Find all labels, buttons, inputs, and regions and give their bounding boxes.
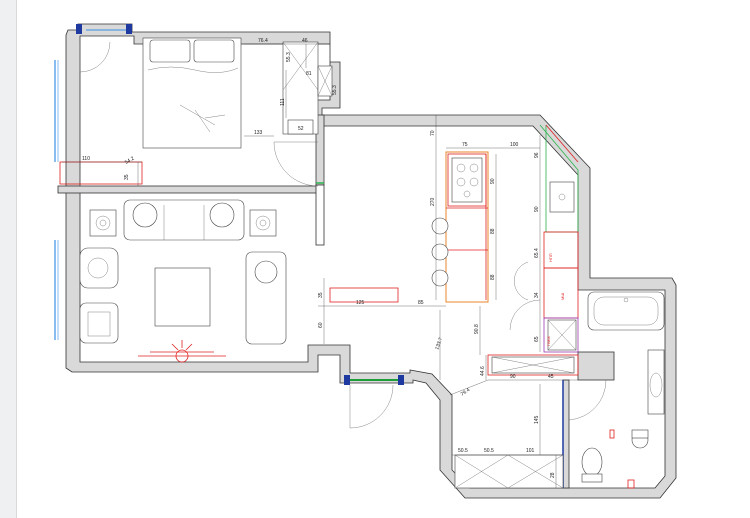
dim-label: 46 — [302, 38, 308, 44]
dim-label: 133.7 — [434, 337, 444, 351]
dim-label: 60 — [318, 322, 324, 328]
appliance-label: ПММ — [546, 336, 551, 346]
bedroom-furniture — [59, 37, 333, 185]
dim-label: 145 — [534, 415, 540, 424]
dim-label: 111 — [280, 98, 286, 106]
dim-label: 55.3 — [286, 52, 292, 62]
dim-label: 50.5 — [484, 448, 494, 454]
bedroom-dimension-labels: 76.4 46 55.3 81 111 133 52 55.3 110 54.2… — [82, 38, 338, 180]
exterior-walls — [65, 23, 677, 499]
appliance-label: НПП — [548, 253, 553, 262]
dim-label: 101 — [526, 448, 535, 454]
dim-label: 75 — [462, 142, 468, 148]
dim-label: 65 — [534, 336, 540, 342]
dim-label: 90 — [490, 178, 496, 184]
dim-label: 76.4 — [258, 38, 268, 44]
hall-dimension-labels: 44.6 79.4 90 45 145 50.5 50.5 101 28 — [458, 366, 556, 478]
dim-label: 50.5 — [458, 448, 468, 454]
dim-label: 96 — [534, 152, 540, 158]
dim-label: 90 — [534, 206, 540, 212]
left-panel-strip — [0, 0, 17, 518]
dim-label: 81 — [306, 71, 312, 77]
windows — [54, 24, 564, 488]
dim-label: 35 — [124, 174, 130, 180]
dim-label: 133 — [254, 130, 263, 136]
dim-label: 88 — [490, 228, 496, 234]
kitchen-furniture — [431, 124, 579, 376]
bathroom-fixtures — [454, 291, 665, 489]
dim-label: 45 — [548, 374, 554, 380]
dim-label: 270 — [430, 197, 436, 206]
dim-label: 35 — [318, 292, 324, 298]
door-swings — [79, 41, 607, 429]
dim-label: 44.6 — [480, 366, 486, 376]
dim-label: 55.3 — [332, 85, 338, 95]
dim-label: 85 — [418, 300, 424, 306]
appliance-label: МШ — [560, 293, 565, 300]
dimension-lines — [62, 43, 578, 488]
kitchen-dimension-labels: 70 75 100 96 90 270 88 88 90 65.4 34 65 … — [430, 130, 565, 346]
living-dimension-labels: 35 125 85 60 133.7 90.8 — [318, 292, 480, 350]
dim-label: 90.8 — [474, 324, 480, 334]
dim-label: 34 — [534, 292, 540, 298]
dim-label: 90 — [510, 374, 516, 380]
dim-label: 100 — [510, 142, 519, 148]
dim-label: 110 — [82, 156, 90, 162]
dim-label: 54.2 — [124, 156, 136, 166]
dim-label: 125 — [356, 300, 365, 306]
dim-label: 52 — [298, 126, 304, 132]
dim-label: 70 — [430, 130, 436, 136]
dim-label: 65.4 — [534, 248, 540, 258]
dim-label: 79.4 — [460, 387, 472, 398]
dim-label: 28 — [550, 472, 556, 478]
living-room-furniture — [79, 199, 399, 363]
dim-label: 88 — [490, 274, 496, 280]
